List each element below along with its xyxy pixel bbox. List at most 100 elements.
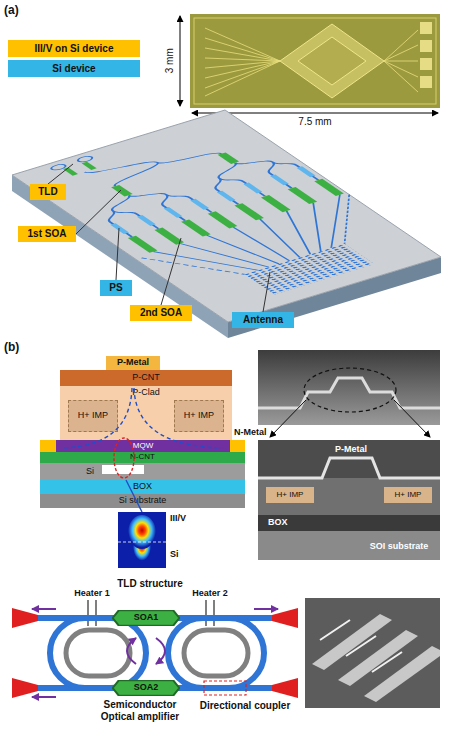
- mode-label: Si: [170, 549, 200, 559]
- node-text: H+ IMP: [277, 491, 304, 499]
- layer-band: N-CNT: [40, 452, 245, 463]
- component-label: Directional coupler: [195, 700, 295, 712]
- cladding-layer: P-Clad H+ IMP H+ IMP: [60, 386, 232, 440]
- light-arrow: [156, 638, 165, 664]
- mode-label: III/V: [170, 513, 210, 523]
- phase-shifter: [113, 167, 313, 233]
- soa-bar: [218, 152, 239, 164]
- ring-resonator: [50, 618, 146, 688]
- sem-zoom: [258, 440, 440, 560]
- coupler-highlight: [204, 681, 246, 695]
- layer-band: Si substrate: [40, 494, 245, 508]
- sem-top: [258, 440, 440, 478]
- heater-wire: [87, 600, 89, 626]
- hexagon-shape: [113, 680, 180, 695]
- soa-hexagon: SOA2: [112, 680, 180, 696]
- leader-line: [48, 164, 270, 312]
- n-metal-pad: [229, 440, 245, 452]
- node-text: BOX: [133, 482, 152, 491]
- component-label: Semiconductor Optical amplifier: [90, 699, 190, 722]
- panel-label: (b): [4, 341, 34, 355]
- antenna-array: [245, 244, 375, 295]
- zoom-arrow: [270, 400, 306, 437]
- callout-box: 2nd SOA: [130, 305, 192, 321]
- photo-antenna: [280, 24, 384, 98]
- photo-pad: [420, 76, 432, 88]
- node-text: Si substrate: [119, 496, 167, 505]
- section-title: TLD structure: [95, 578, 205, 590]
- callout-box: 1st SOA: [18, 226, 76, 242]
- chip-border: [194, 18, 436, 104]
- hexagon-shape: [113, 610, 180, 625]
- node-text: H+ IMP: [184, 411, 214, 420]
- node-text: TLD: [38, 187, 57, 198]
- dimension-label: 3 mm: [164, 39, 176, 83]
- layer-band: Si: [40, 463, 245, 480]
- legend-swatch: Si device: [8, 60, 140, 77]
- dimension-line: [180, 16, 181, 106]
- node-text: Antenna: [243, 315, 283, 326]
- sem-devices: [305, 598, 440, 708]
- taper: [12, 608, 38, 628]
- light-arrow: [127, 638, 136, 664]
- chip-photo: [190, 14, 440, 108]
- light-arrow: [254, 608, 278, 610]
- soa-bar: [128, 236, 158, 253]
- ring-resonator: [168, 618, 264, 688]
- waveguide-tree: [51, 125, 318, 237]
- tld-soa: [63, 167, 78, 175]
- photo-pad: [420, 58, 432, 70]
- sem-substrate: [258, 531, 440, 560]
- photo-pad: [420, 22, 432, 34]
- zoom-circle: [304, 368, 396, 412]
- implant-region: H+ IMP: [266, 487, 314, 503]
- dimension-label: 7.5 mm: [285, 116, 345, 128]
- node-text: H+ IMP: [395, 491, 422, 499]
- sem-label: BOX: [268, 517, 308, 527]
- sem-image: [258, 350, 440, 425]
- node-text: 2nd SOA: [140, 308, 182, 319]
- soa-bar: [314, 179, 344, 196]
- callout-box: PS: [100, 280, 132, 296]
- node-text: N-CNT: [130, 453, 155, 461]
- layer-band: MQW: [56, 440, 230, 452]
- light-arrow: [32, 608, 56, 610]
- taper: [272, 678, 298, 698]
- soa-hexagon: SOA1: [112, 610, 180, 626]
- taper: [12, 678, 38, 698]
- soa-bar: [181, 219, 211, 236]
- node-text: SOA1: [134, 613, 159, 622]
- implant-region: H+ IMP: [68, 400, 118, 432]
- callout-box: Antenna: [232, 312, 294, 328]
- photo-waveguides: [205, 28, 280, 96]
- soa-bar: [288, 187, 318, 204]
- legend-text: Si device: [52, 63, 95, 74]
- node-text: P-Metal: [117, 358, 149, 367]
- n-metal-pad: [40, 440, 56, 452]
- node-text: H+ IMP: [78, 411, 108, 420]
- zoom-arrow: [394, 400, 430, 437]
- node-text: MQW: [133, 442, 153, 450]
- sem-mesa: [258, 378, 440, 408]
- node-text: P-Clad: [132, 388, 160, 397]
- soa-bar: [111, 185, 132, 197]
- chip-circuit: [21, 113, 427, 312]
- heater-wire: [213, 600, 215, 626]
- sem-label: P-Metal: [326, 444, 376, 454]
- soa-bar: [261, 195, 291, 212]
- layer-band: BOX: [40, 480, 245, 494]
- light-arrow: [32, 696, 56, 698]
- node-text: P-CNT: [132, 373, 160, 382]
- sem-metal: [258, 458, 440, 478]
- heater-loop: [66, 630, 130, 676]
- legend-text: III/V on Si device: [35, 43, 114, 54]
- photo-pad: [420, 40, 432, 52]
- node-text: SOA2: [134, 683, 159, 692]
- node-text: 1st SOA: [28, 229, 67, 240]
- node-text: PS: [109, 283, 122, 294]
- layer-label: N-Metal: [234, 427, 284, 437]
- mode-image: [118, 512, 166, 568]
- implant-region: H+ IMP: [384, 487, 432, 503]
- taper: [272, 608, 298, 628]
- photo-antenna-core: [298, 37, 366, 85]
